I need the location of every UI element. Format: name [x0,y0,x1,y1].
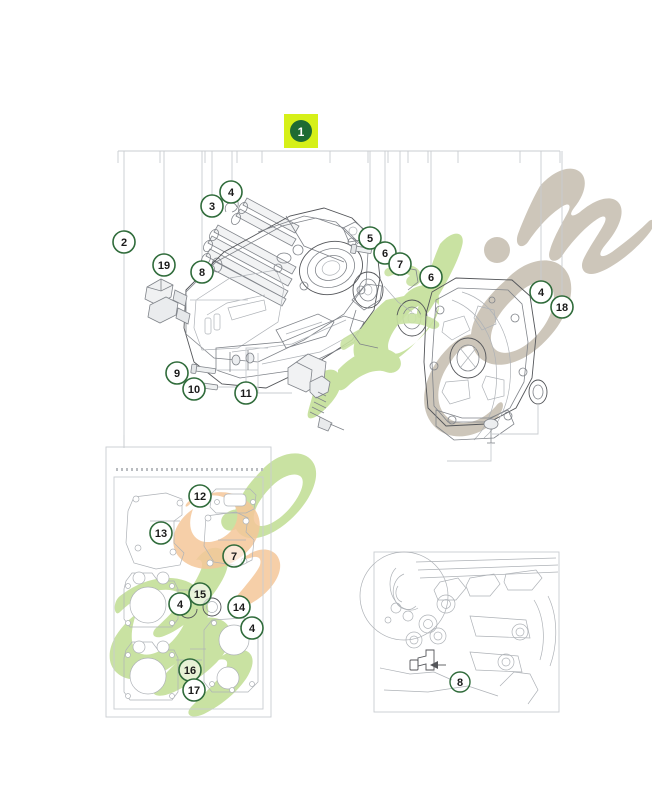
callout-6-lower-label: 6 [428,272,434,284]
callout-16-label: 16 [184,665,196,677]
callout-3[interactable]: 3 [200,194,224,218]
callout-12-label: 12 [194,491,206,503]
callout-7-upper-label: 7 [397,259,403,271]
badge-label: 1 [298,125,305,139]
callout-3-label: 3 [209,201,215,213]
callout-4-right[interactable]: 4 [529,280,553,304]
callout-12[interactable]: 12 [188,484,212,508]
watermark-beige-com [424,168,652,437]
lower-left-parts [144,278,345,432]
callout-2-label: 2 [121,237,127,249]
callout-5-label: 5 [367,233,373,245]
seal-14 [202,597,222,617]
top-rule-group [117,150,561,163]
callout-11[interactable]: 11 [234,381,258,405]
callout-10[interactable]: 10 [182,377,206,401]
callout-5[interactable]: 5 [358,226,382,250]
badge-circle [290,120,312,142]
callout-4-seal2-label: 4 [249,623,256,635]
callout-8[interactable]: 8 [190,260,214,284]
callout-18[interactable]: 18 [550,295,574,319]
callout-6-lower[interactable]: 6 [419,265,443,289]
selected-part-badge[interactable]: 1 [284,114,318,148]
callout-6-upper-label: 6 [382,248,388,260]
main-assembly-drawing [144,194,548,462]
callout-7-gasket-label: 7 [231,551,237,563]
callout-19-label: 19 [158,260,170,272]
callout-2[interactable]: 2 [112,230,136,254]
callout-7-upper[interactable]: 7 [388,252,412,276]
callout-9[interactable]: 9 [165,361,189,385]
callout-7-gasket[interactable]: 7 [222,544,246,568]
callout-8-detail-label: 8 [457,677,463,689]
callout-16[interactable]: 16 [178,658,202,682]
callout-4-seal[interactable]: 4 [168,592,192,616]
callout-18-label: 18 [556,302,568,314]
callouts-layer[interactable]: 2 19 3 4 8 9 1 [112,180,574,702]
detail-inset-panel [359,551,560,713]
leader-lines-group [123,151,563,448]
callout-11-label: 11 [240,388,252,400]
callout-10-label: 10 [188,384,200,396]
callout-17[interactable]: 17 [182,678,206,702]
callout-15-label: 15 [194,589,206,601]
detail-bolt-8 [409,649,446,671]
callout-15[interactable]: 15 [188,582,212,606]
crankcase-right-half [423,277,548,462]
callout-9-label: 9 [174,368,180,380]
gasket-13 [125,492,185,570]
callout-4-right-label: 4 [538,287,545,299]
callout-13-label: 13 [155,528,167,540]
gasket-cylinder-head [123,640,202,701]
callout-4-upper-label: 4 [228,187,235,199]
callout-8-label: 8 [199,267,205,279]
callout-8-detail[interactable]: 8 [449,671,471,693]
callout-4-seal-label: 4 [177,599,184,611]
callout-14[interactable]: 14 [227,595,251,619]
bolt-set-upper [201,194,300,307]
callout-17-label: 17 [188,685,200,697]
callout-4-upper[interactable]: 4 [219,180,243,204]
callout-4-seal2[interactable]: 4 [240,616,264,640]
callout-19[interactable]: 19 [152,253,176,277]
callout-14-label: 14 [233,602,246,614]
bag-perforation [116,468,263,471]
callout-13[interactable]: 13 [149,521,173,545]
gasket-kit-panel [105,435,272,718]
